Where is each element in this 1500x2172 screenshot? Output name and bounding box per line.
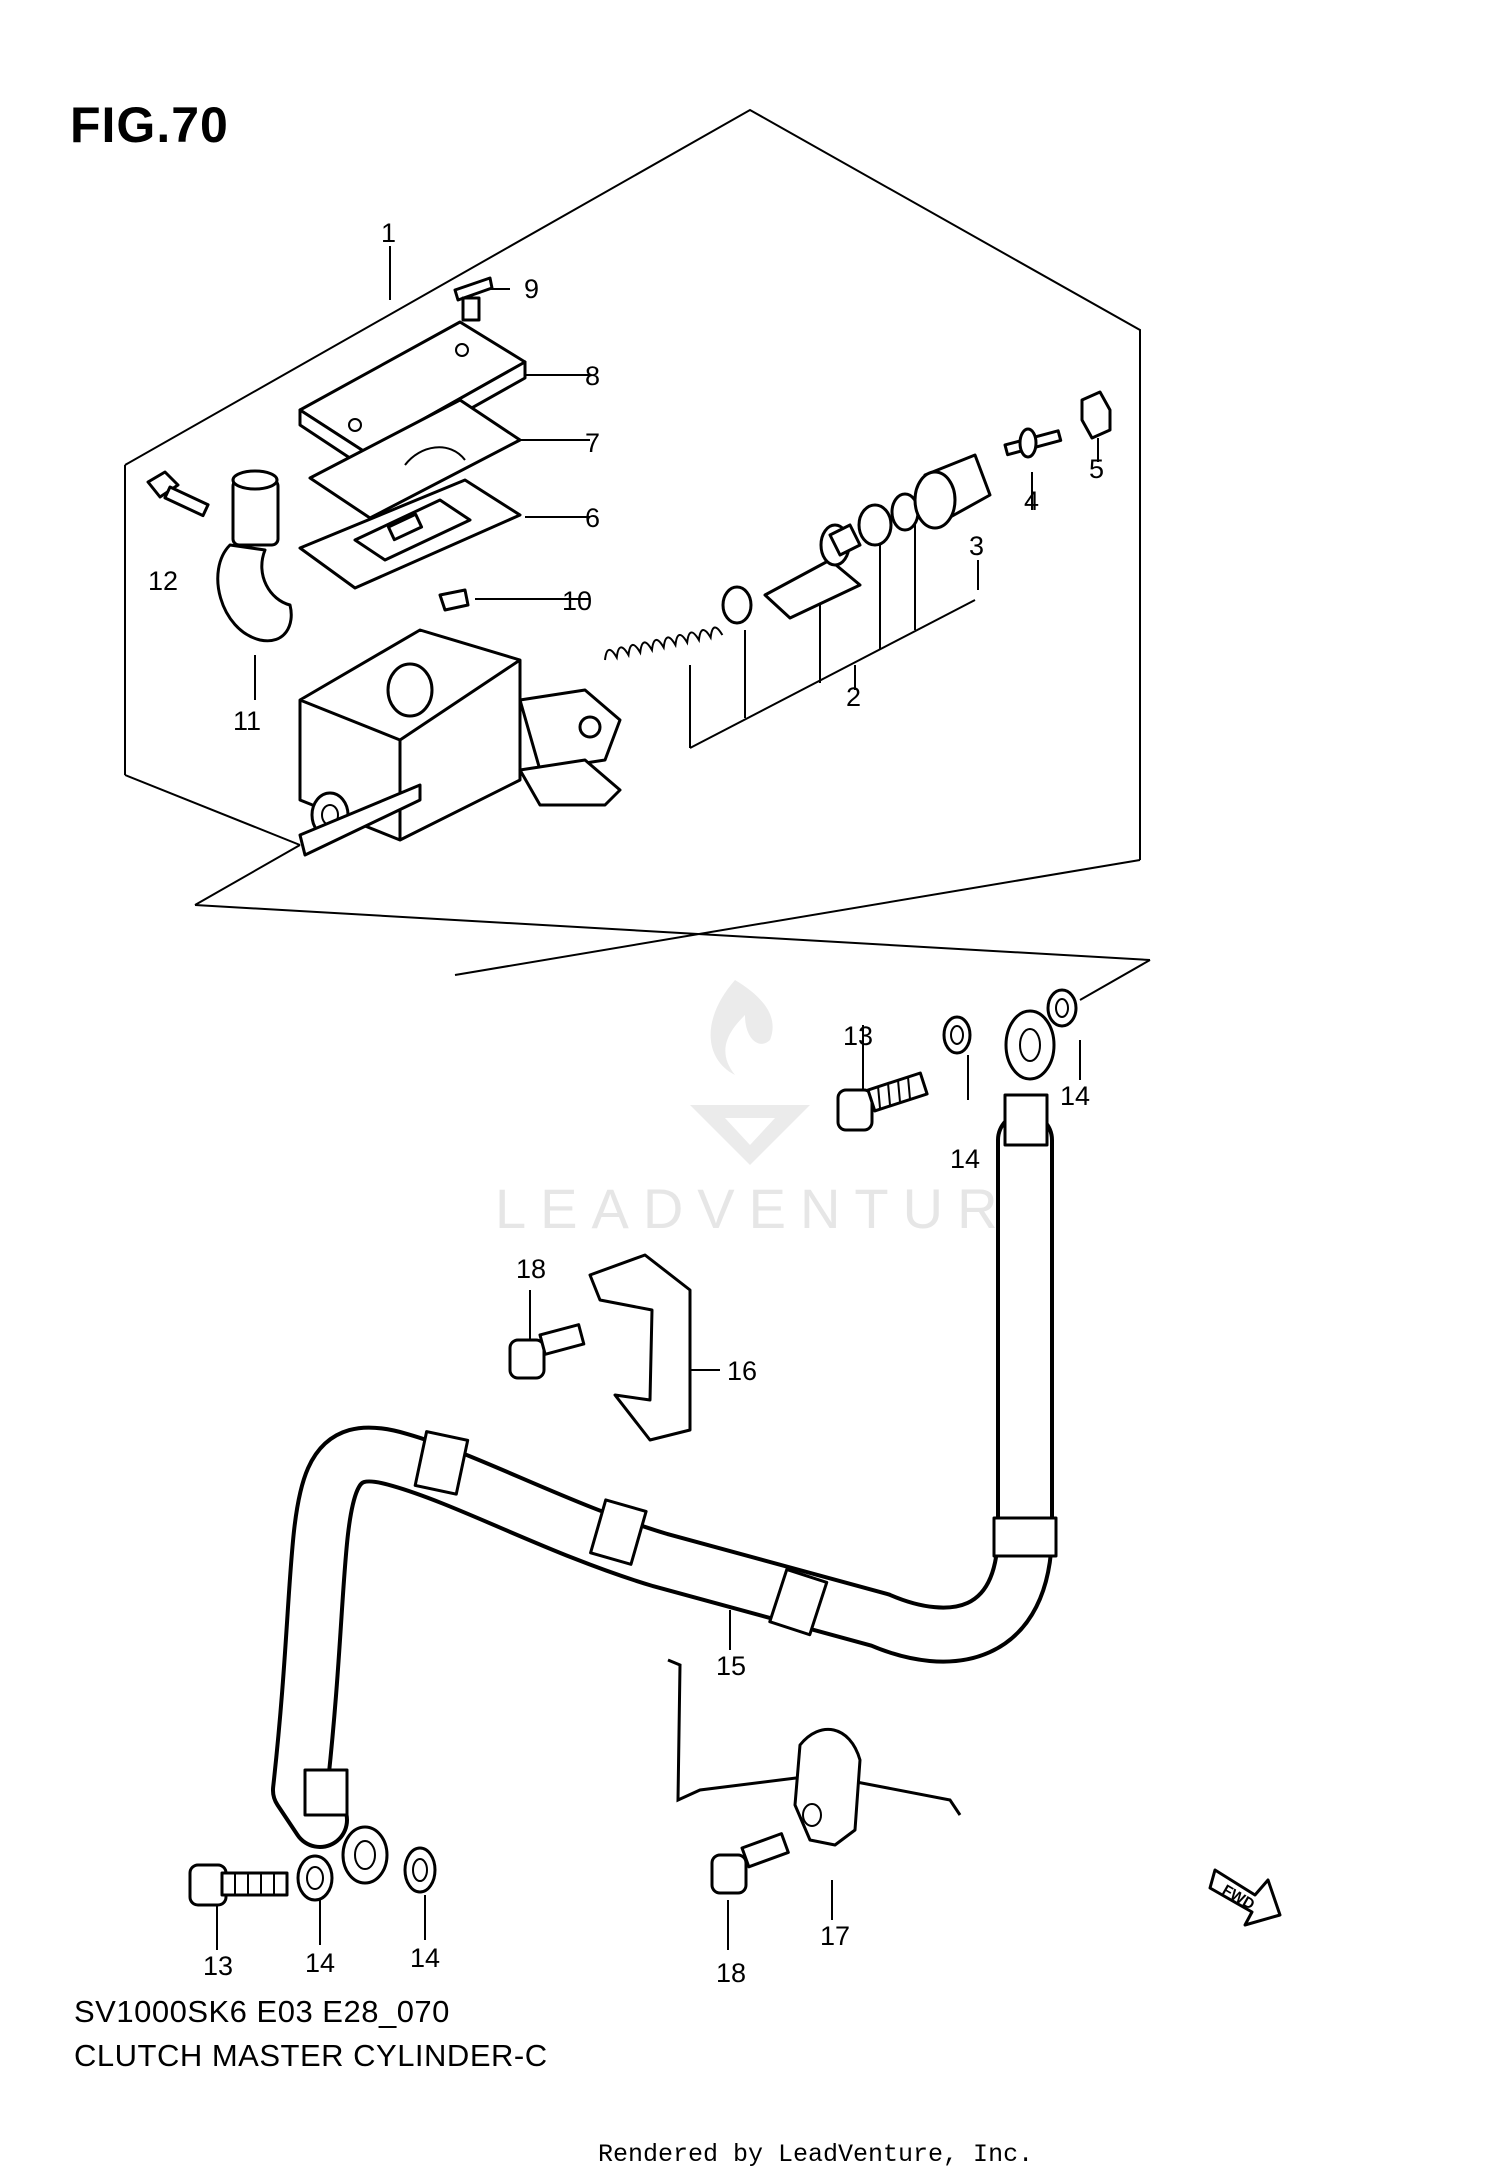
part-3-boot xyxy=(913,453,992,530)
callout-15: 15 xyxy=(716,1651,746,1681)
callout-17: 17 xyxy=(820,1921,850,1951)
callout-2: 2 xyxy=(846,682,861,712)
callout-18-upper: 18 xyxy=(516,1254,546,1284)
part-10-clip xyxy=(438,588,470,612)
callout-5: 5 xyxy=(1089,454,1104,484)
part-13-union-bolt-upper xyxy=(836,1071,929,1132)
figure-title: FIG.70 xyxy=(70,97,229,153)
callout-7: 7 xyxy=(585,428,600,458)
watermark-logo-icon xyxy=(690,980,810,1165)
fwd-arrow-icon: FWD xyxy=(1208,1868,1282,1927)
part-17-clamp xyxy=(667,1658,962,1847)
callout-labels: 1 2 3 4 5 6 7 8 9 10 11 12 13 13 14 14 1… xyxy=(148,218,1104,1988)
part-16-guide xyxy=(588,1253,692,1442)
callout-13-lower: 13 xyxy=(203,1951,233,1981)
callout-1: 1 xyxy=(381,218,396,248)
callout-13-upper: 13 xyxy=(843,1021,873,1051)
callout-11: 11 xyxy=(233,706,261,736)
part-15-clutch-hose xyxy=(271,1009,1058,1885)
part-18-bolt-upper xyxy=(508,1323,586,1380)
callout-16: 16 xyxy=(727,1356,757,1386)
part-9-screw xyxy=(453,276,494,322)
callout-14-c: 14 xyxy=(305,1948,335,1978)
watermark-text: LEADVENTURE xyxy=(495,1177,1063,1240)
master-cylinder-body xyxy=(298,628,622,857)
part-4-pushrod xyxy=(1003,427,1063,459)
part-6-diaphragm xyxy=(298,478,522,590)
callout-9: 9 xyxy=(524,274,539,304)
part-2-piston-assembly xyxy=(604,492,920,661)
callout-10: 10 xyxy=(562,586,592,616)
callout-8: 8 xyxy=(585,361,600,391)
part-18-bolt-lower xyxy=(710,1832,790,1895)
callout-12: 12 xyxy=(148,566,178,596)
assembly-boundary xyxy=(124,108,1151,1001)
part-11-clamp xyxy=(216,469,293,643)
figure-code: SV1000SK6 E03 E28_070 xyxy=(74,1994,450,2029)
callout-14-d: 14 xyxy=(410,1943,440,1973)
callout-18-lower: 18 xyxy=(716,1958,746,1988)
callout-4: 4 xyxy=(1024,486,1039,516)
figure-name: CLUTCH MASTER CYLINDER-C xyxy=(74,2038,548,2073)
callout-3: 3 xyxy=(969,531,984,561)
part-14-washers-upper xyxy=(942,988,1078,1055)
part-5-nut xyxy=(1080,390,1112,440)
callout-6: 6 xyxy=(585,503,600,533)
part-12-bolt xyxy=(146,470,210,518)
part-14-washers-lower xyxy=(296,1846,437,1902)
rendered-by: Rendered by LeadVenture, Inc. xyxy=(598,2140,1034,2169)
watermark: LEADVENTURE xyxy=(495,980,1063,1240)
callout-14-b: 14 xyxy=(1060,1081,1090,1111)
callout-14-a: 14 xyxy=(950,1144,980,1174)
part-13-union-bolt-lower xyxy=(188,1863,289,1907)
part-7-plate xyxy=(308,398,522,520)
